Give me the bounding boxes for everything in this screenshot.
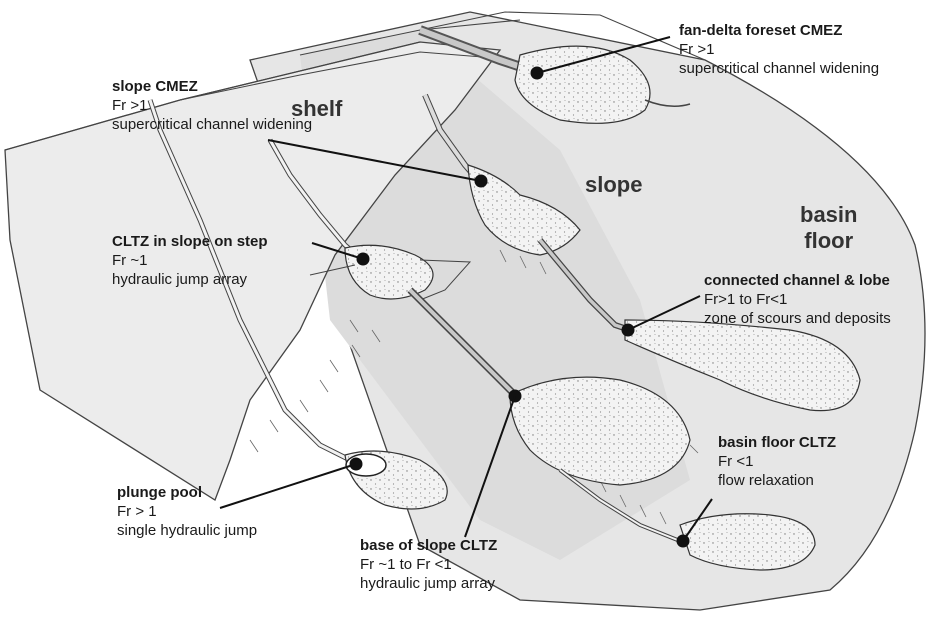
slope-hatch <box>249 249 699 525</box>
slope-cmez-body <box>467 164 581 256</box>
cltz-step-fr: Fr ~1 <box>112 252 148 269</box>
region-basin-floor: basin floor <box>800 202 857 254</box>
base-slope-lobe <box>509 376 691 486</box>
connected-title: connected channel & lobe <box>704 272 890 289</box>
slope-cmez-desc: supercritical channel widening <box>112 116 313 133</box>
connected-desc: zone of scours and deposits <box>704 310 891 327</box>
label-fan-delta: fan-delta foreset CMEZ Fr >1 supercritic… <box>679 21 879 78</box>
fan-delta-lobe <box>514 45 651 124</box>
basin-cltz-desc: flow relaxation <box>718 472 814 489</box>
base-slope-desc: hydraulic jump array <box>360 575 496 592</box>
base-slope-fr: Fr ~1 to Fr <1 <box>360 556 452 573</box>
region-basin-line1: basin <box>800 202 858 227</box>
fan-delta-fr: Fr >1 <box>679 41 715 58</box>
label-slope-cmez: slope CMEZ Fr >1 supercritical channel w… <box>112 77 312 134</box>
label-base-slope: base of slope CLTZ Fr ~1 to Fr <1 hydrau… <box>360 536 497 593</box>
plunge-title: plunge pool <box>117 484 202 501</box>
base-slope-title: base of slope CLTZ <box>360 537 498 554</box>
label-cltz-step: CLTZ in slope on step Fr ~1 hydraulic ju… <box>112 232 268 289</box>
basin-cltz-fr: Fr <1 <box>718 453 754 470</box>
fan-delta-title: fan-delta foreset CMEZ <box>679 22 843 39</box>
basin-cltz-lobe <box>679 513 816 571</box>
connected-fr: Fr>1 to Fr<1 <box>704 291 788 308</box>
cltz-step-desc: hydraulic jump array <box>112 271 248 288</box>
basin-cltz-title: basin floor CLTZ <box>718 434 837 451</box>
label-connected: connected channel & lobe Fr>1 to Fr<1 zo… <box>704 271 891 328</box>
region-shelf: shelf <box>291 96 343 121</box>
slope-cmez-fr: Fr >1 <box>112 97 148 114</box>
shelf-surface <box>4 41 502 501</box>
label-basin-cltz: basin floor CLTZ Fr <1 flow relaxation <box>718 433 836 490</box>
label-plunge: plunge pool Fr > 1 single hydraulic jump <box>117 483 257 540</box>
plunge-desc: single hydraulic jump <box>117 522 258 539</box>
slope-cmez-title: slope CMEZ <box>112 78 198 95</box>
step-ledge <box>309 259 472 301</box>
plunge-fr: Fr > 1 <box>117 503 157 520</box>
region-slope: slope <box>585 172 643 197</box>
connected-lobe <box>624 319 861 412</box>
leader-lines <box>219 36 713 542</box>
fan-delta-desc: supercritical channel widening <box>679 60 880 77</box>
region-basin-line2: floor <box>804 228 854 253</box>
cltz-step-title: CLTZ in slope on step <box>112 233 268 250</box>
